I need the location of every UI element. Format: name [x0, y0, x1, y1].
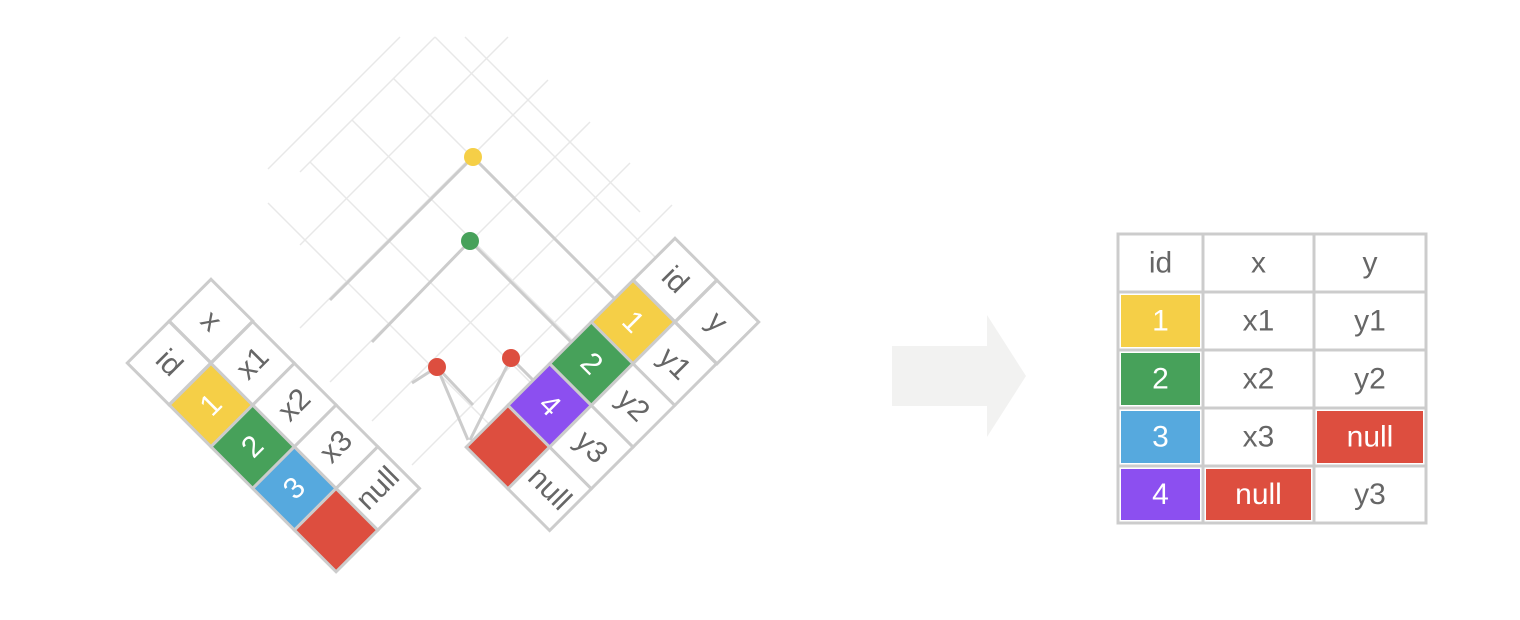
result-cell-1-x: x1 [1201, 290, 1316, 352]
match-dot-1 [464, 148, 482, 166]
result-cell-4-y-text: y3 [1354, 478, 1386, 511]
result-header-y: y [1312, 232, 1428, 294]
result-header-y-text: y [1363, 247, 1378, 280]
result-cell-4-y: y3 [1312, 464, 1428, 525]
result-cell-3-x-text: x3 [1243, 421, 1275, 454]
grid-line [299, 36, 436, 173]
result-cell-4-y-frame [1312, 464, 1428, 525]
result-cell-4-id: 4 [1116, 464, 1205, 525]
result-header-x-frame [1201, 232, 1316, 294]
result-cell-3-x: x3 [1201, 406, 1316, 468]
result-cell-4-id-text: 4 [1152, 478, 1169, 511]
right-value-cell-4: null [505, 444, 594, 533]
join-line [435, 366, 470, 441]
result-cell-1-y: y1 [1312, 290, 1428, 352]
result-cell-3-y-text: null [1347, 421, 1394, 454]
result-header-x-text: x [1251, 247, 1266, 280]
grid-line [434, 36, 673, 275]
result-cell-3-id-fill [1121, 411, 1200, 463]
result-cell-2-id: 2 [1116, 348, 1205, 410]
result-cell-2-x-text: x2 [1243, 363, 1275, 396]
right-value-cell-4-shape [505, 444, 594, 533]
result-cell-1-x-text: x1 [1243, 305, 1275, 338]
result-cell-4-x-text: null [1235, 478, 1282, 511]
grid-line [267, 202, 509, 444]
match-dot-2 [461, 232, 479, 250]
grid-line [267, 36, 401, 170]
right-arrow-icon [892, 315, 1026, 437]
result-cell-1-id: 1 [1116, 290, 1205, 352]
result-cell-2-id-fill [1121, 353, 1200, 405]
join-line [328, 155, 475, 302]
match-dot-3 [428, 358, 446, 376]
result-cell-2-id-text: 2 [1152, 363, 1169, 396]
left-value-cell-4-shape [333, 444, 422, 533]
result-cell-2-y-text: y2 [1354, 363, 1386, 396]
join-line [468, 357, 513, 441]
result-cell-3-y-fill [1317, 411, 1423, 463]
result-cell-3-id-text: 3 [1152, 421, 1169, 454]
result-header-y-frame [1312, 232, 1428, 294]
grid-line [464, 36, 641, 213]
grid-line [371, 162, 631, 422]
result-cell-1-id-fill [1121, 295, 1200, 347]
result-header-x: x [1201, 232, 1316, 294]
grid-line [411, 204, 673, 466]
result-cell-1-id-text: 1 [1152, 305, 1169, 338]
result-cell-3-id: 3 [1116, 406, 1205, 468]
join-line [370, 239, 472, 344]
result-cell-4-id-fill [1121, 469, 1200, 520]
result-header-id-text: id [1149, 247, 1172, 280]
result-cell-2-y: y2 [1312, 348, 1428, 410]
result-cell-2-x: x2 [1201, 348, 1316, 410]
result-cell-1-y-text: y1 [1354, 305, 1386, 338]
result-cell-4-x: null [1201, 464, 1316, 525]
result-cell-4-x-fill [1206, 469, 1311, 520]
left-value-cell-4: null [333, 444, 422, 533]
match-dot-4 [502, 349, 520, 367]
result-cell-3-y: null [1312, 406, 1428, 468]
match-dots [428, 148, 520, 376]
grid-line [299, 36, 509, 246]
result-cell-2-y-frame [1312, 348, 1428, 410]
result-header-id: id [1116, 232, 1205, 294]
